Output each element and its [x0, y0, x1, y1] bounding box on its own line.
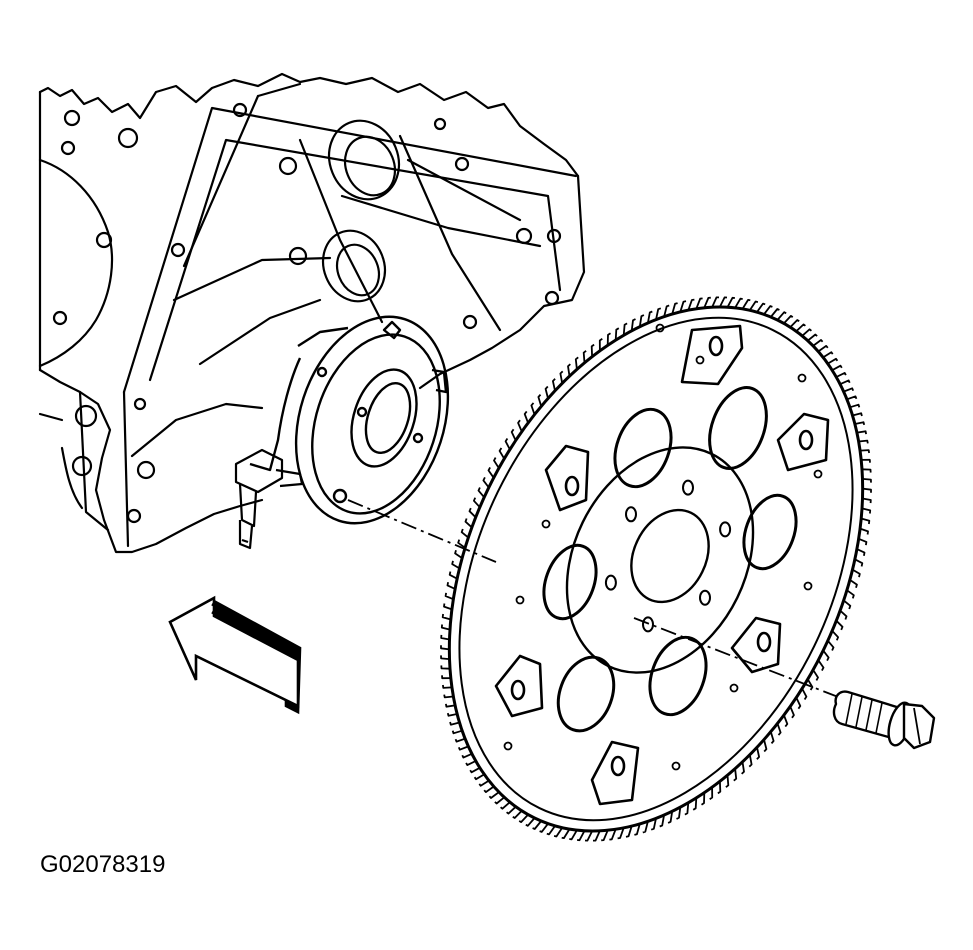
ring-gear-teeth — [440, 296, 872, 842]
figure-id-label: G02078319 — [40, 851, 165, 878]
flexplate-bolt — [832, 690, 936, 750]
crank-bolt-holes — [604, 479, 732, 633]
crank-position-sensor — [234, 448, 304, 550]
crank-bolt-hole — [682, 479, 694, 496]
flexplate-windows — [542, 386, 798, 733]
gear-tooth-profile — [440, 296, 872, 842]
crank-bolt-hole — [604, 574, 617, 591]
rear-main-seal-housing — [249, 315, 450, 525]
crank-bolt-hole — [625, 506, 637, 523]
balance-holes — [503, 323, 823, 771]
engine-block — [38, 72, 586, 554]
flexplate — [440, 296, 872, 842]
crank-bolt-hole — [642, 616, 654, 633]
crank-bolt-hole — [719, 521, 732, 538]
crank-bolt-hole — [699, 589, 711, 606]
converter-mounting-pads — [494, 324, 830, 806]
direction-arrow — [168, 595, 302, 715]
alignment-centerline — [347, 499, 847, 701]
